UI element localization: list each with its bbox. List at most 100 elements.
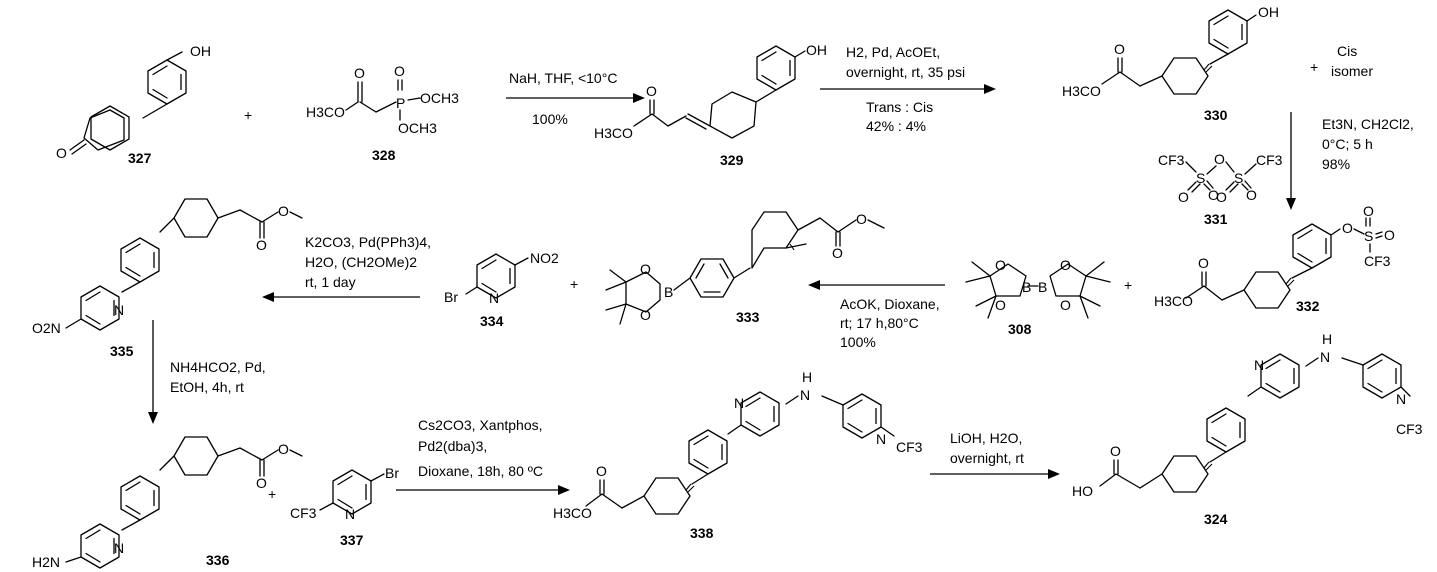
compound-334: NO2 Br N 334 — [444, 250, 559, 329]
atom-n: N — [800, 387, 810, 403]
atom-o: O — [995, 257, 1006, 273]
condition-line: LiOH, H2O, — [950, 430, 1022, 446]
atom-o: O — [278, 203, 289, 219]
atom-o: O — [1110, 443, 1121, 459]
atom-b: B — [1038, 279, 1047, 295]
atom-b: B — [1022, 279, 1031, 295]
reaction-arrow-step5: K2CO3, Pd(PPh3)4, H2O, (CH2OMe)2 rt, 1 d… — [262, 234, 431, 302]
compound-328: H3CO O P O OCH3 OCH3 328 — [306, 63, 459, 163]
atom-oh: OH — [1258, 4, 1279, 20]
atom-o: O — [1178, 189, 1189, 205]
reaction-arrow-step4: AcOK, Dioxane, rt; 17 h,80°C 100% — [808, 280, 945, 350]
compound-label-308: 308 — [1008, 321, 1032, 337]
condition-line: 0°C; 5 h — [1322, 136, 1373, 152]
atom-n: N — [489, 290, 499, 306]
atom-o: O — [1384, 227, 1395, 243]
atom-o: O — [256, 237, 267, 253]
atom-cf3: CF3 — [1396, 421, 1423, 437]
atom-h3co: H3CO — [306, 104, 345, 120]
condition-line: H2O, (CH2OMe)2 — [305, 254, 417, 270]
atom-o: O — [646, 83, 657, 99]
compound-327: OH O 327 — [56, 43, 211, 166]
atom-s: S — [1196, 170, 1205, 186]
condition-line: Et3N, CH2Cl2, — [1322, 116, 1414, 132]
compound-label-332: 332 — [1296, 298, 1320, 314]
atom-o: O — [995, 297, 1006, 313]
condition-line: Cs2CO3, Xantphos, — [418, 417, 543, 433]
atom-o2n: O2N — [32, 320, 61, 336]
reaction-arrow-step6: NH4HCO2, Pd, EtOH, 4h, rt — [148, 320, 266, 424]
compound-336: O O N H2N 336 — [32, 436, 303, 570]
compound-331: CF3 S O S CF3 O O O O 331 — [1158, 151, 1283, 227]
atom-o: O — [354, 65, 365, 81]
cis-label: Cis — [1337, 43, 1357, 59]
atom-o: O — [256, 475, 267, 491]
atom-o: O — [56, 145, 67, 161]
atom-n: N — [1396, 391, 1406, 407]
condition-line: Trans : Cis — [866, 99, 933, 115]
condition-line: AcOK, Dioxane, — [840, 296, 940, 312]
compound-label-331: 331 — [1204, 211, 1228, 227]
condition-line: 42% : 4% — [866, 118, 926, 134]
condition-line: NaH, THF, <10°C — [509, 70, 617, 86]
atom-cf3: CF3 — [1158, 152, 1185, 168]
atom-h2n: H2N — [32, 554, 60, 570]
condition-line: 100% — [532, 111, 568, 127]
atom-o: O — [596, 463, 607, 479]
condition-line: rt, 1 day — [305, 274, 356, 290]
condition-line: overnight, rt, 35 psi — [846, 64, 965, 80]
reaction-arrow-step2: H2, Pd, AcOEt, overnight, rt, 35 psi Tra… — [820, 44, 996, 134]
condition-line: Dioxane, 18h, 80 ºC — [418, 463, 543, 479]
condition-line: EtOH, 4h, rt — [170, 379, 244, 395]
plus-sign: + — [244, 107, 252, 123]
atom-n: N — [734, 395, 744, 411]
atom-n: N — [1320, 349, 1330, 365]
compound-label-329: 329 — [720, 152, 744, 168]
atom-h: H — [802, 369, 812, 385]
condition-line: NH4HCO2, Pd, — [170, 359, 266, 375]
atom-o: O — [1342, 220, 1353, 236]
atom-o: O — [1246, 187, 1257, 203]
compound-label-327: 327 — [128, 150, 152, 166]
plus-sign: + — [268, 486, 276, 502]
atom-n: N — [1254, 357, 1264, 373]
compound-label-334: 334 — [480, 313, 504, 329]
atom-o: O — [278, 441, 289, 457]
compound-333: O O B O O 333 — [605, 211, 885, 325]
compound-329: OH O H3CO 329 — [594, 42, 827, 168]
atom-o: O — [1114, 41, 1125, 57]
atom-oh: OH — [806, 42, 827, 58]
atom-p: P — [396, 95, 405, 111]
compound-label-330: 330 — [1204, 107, 1228, 123]
reaction-arrow-step1: NaH, THF, <10°C 100% — [506, 70, 645, 127]
atom-h: H — [1322, 331, 1332, 347]
compound-label-324: 324 — [1204, 511, 1228, 527]
atom-o: O — [856, 211, 867, 227]
atom-o: O — [640, 307, 651, 323]
compound-label-328: 328 — [372, 147, 396, 163]
compound-label-337: 337 — [340, 532, 364, 548]
atom-o: O — [1363, 203, 1374, 219]
compound-308: O O B B O O 308 — [965, 257, 1111, 337]
atom-o: O — [1060, 297, 1071, 313]
compound-332: O S O O CF3 O H3CO 332 — [1154, 203, 1395, 314]
compound-337: Br CF3 N 337 — [290, 465, 399, 548]
compound-324: N CF3 N H N O HO 324 — [1072, 331, 1423, 527]
compound-label-338: 338 — [690, 525, 714, 541]
atom-cf3: CF3 — [1364, 253, 1391, 269]
atom-o: O — [1216, 189, 1227, 205]
atom-n: N — [876, 431, 886, 447]
atom-br: Br — [444, 289, 458, 305]
atom-och3: OCH3 — [398, 120, 437, 136]
atom-cf3: CF3 — [290, 505, 317, 521]
cis-label: isomer — [1331, 63, 1373, 79]
atom-o: O — [1060, 257, 1071, 273]
atom-oh: OH — [190, 43, 211, 59]
plus-sign: + — [1310, 59, 1318, 75]
atom-b: B — [664, 284, 673, 300]
atom-h3co: H3CO — [594, 125, 633, 141]
atom-ho: HO — [1072, 483, 1093, 499]
atom-h3co: H3CO — [1062, 83, 1101, 99]
atom-n: N — [345, 506, 355, 522]
